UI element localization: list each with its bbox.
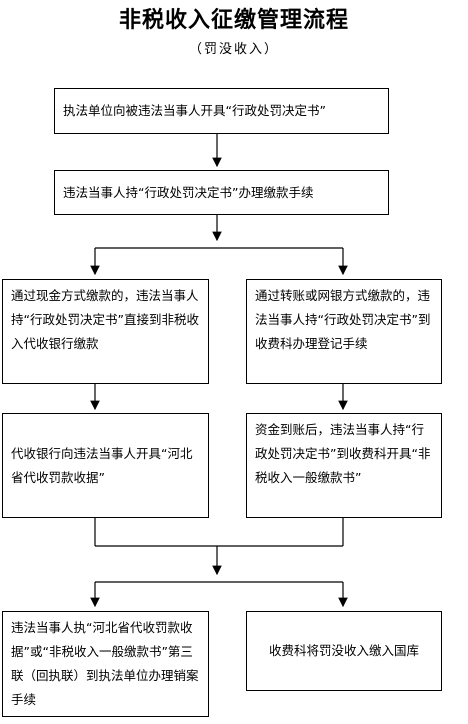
step2-box: 违法当事人持“行政处罚决定书”办理缴款手续	[54, 170, 389, 215]
left2-box: 代收银行向违法当事人开具“河北省代收罚款收据”	[2, 413, 209, 518]
left1-box: 通过现金方式缴款的，违法当事人持“行政处罚决定书”直接到非税收入代收银行缴款	[2, 279, 209, 384]
right3-box: 收费科将罚没收入缴入国库	[246, 611, 442, 691]
step1-box: 执法单位向被违法当事人开具“行政处罚决定书”	[54, 88, 389, 134]
step2-text: 违法当事人持“行政处罚决定书”办理缴款手续	[63, 184, 314, 200]
right1-box: 通过转账或网银方式缴款的，违法当事人持“行政处罚决定书”到收费科办理登记手续	[246, 279, 442, 384]
right2-box: 资金到账后，违法当事人持“行政处罚决定书”到收费科开具“非税收入一般缴款书”	[246, 413, 442, 518]
left2-text: 代收银行向违法当事人开具“河北省代收罚款收据”	[11, 445, 193, 485]
right1-text: 通过转账或网银方式缴款的，违法当事人持“行政处罚决定书”到收费科办理登记手续	[255, 288, 431, 351]
left3-box: 违法当事人执“河北省代收罚款收据”或“非税收入一般缴款书”第三联（回执联）到执法…	[2, 611, 209, 717]
page-subtitle: （罚没收入）	[188, 42, 279, 57]
right3-text: 收费科将罚没收入缴入国库	[268, 643, 419, 658]
left3-text: 违法当事人执“河北省代收罚款收据”或“非税收入一般缴款书”第三联（回执联）到执法…	[11, 620, 199, 707]
step1-text: 执法单位向被违法当事人开具“行政处罚决定书”	[63, 103, 326, 118]
right2-text: 资金到账后，违法当事人持“行政处罚决定书”到收费科开具“非税收入一般缴款书”	[255, 422, 431, 485]
page-title: 非税收入征缴管理流程	[118, 8, 349, 33]
left1-text: 通过现金方式缴款的，违法当事人持“行政处罚决定书”直接到非税收入代收银行缴款	[11, 288, 199, 351]
